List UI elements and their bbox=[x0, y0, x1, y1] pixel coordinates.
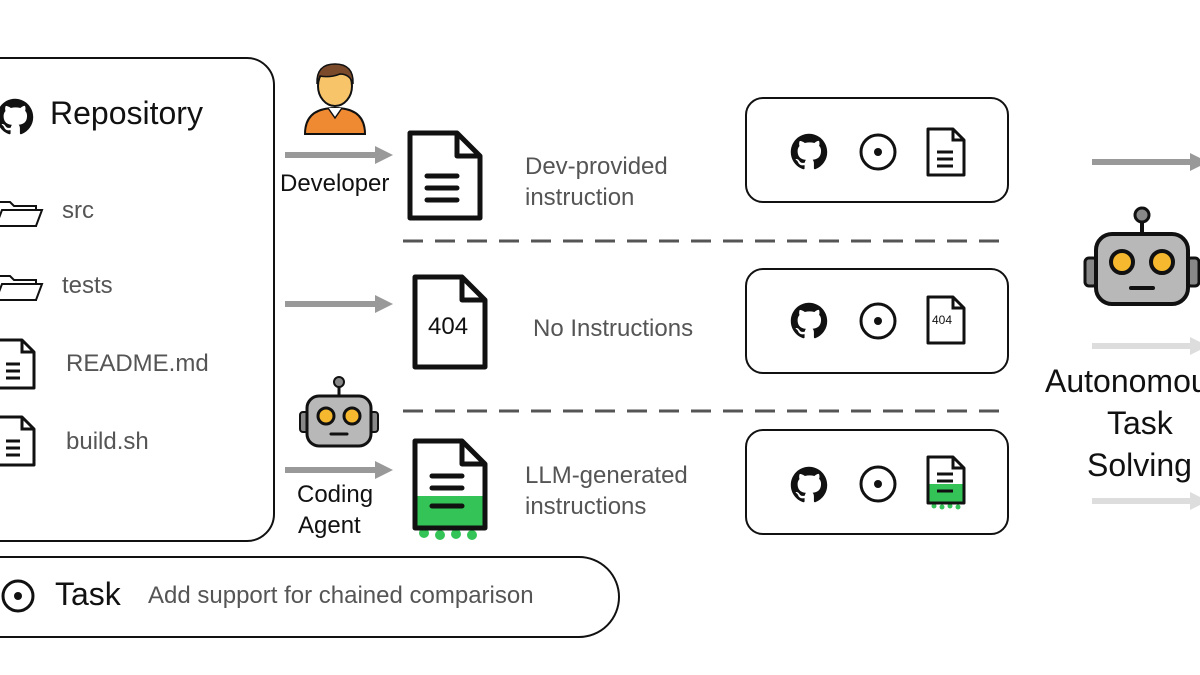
instruction-label: LLM-generated bbox=[525, 462, 688, 489]
instruction-label: instruction bbox=[525, 184, 635, 211]
task-description: Add support for chained comparison bbox=[148, 582, 534, 609]
instruction-label: No Instructions bbox=[533, 315, 694, 342]
solver-label: Task bbox=[1107, 405, 1173, 441]
github-icon bbox=[0, 98, 34, 135]
solver-label: Solving bbox=[1087, 447, 1192, 483]
document-green-icon bbox=[412, 438, 488, 540]
document-icon bbox=[407, 130, 483, 221]
document-404-text: 404 bbox=[428, 313, 469, 340]
repository-item-label: build.sh bbox=[66, 428, 149, 455]
folder-icon bbox=[0, 201, 44, 227]
robot-icon bbox=[299, 376, 379, 448]
arrow-icon bbox=[285, 295, 393, 313]
task-panel bbox=[0, 556, 620, 638]
robot-icon bbox=[1083, 206, 1200, 306]
github-icon bbox=[790, 466, 828, 503]
github-icon bbox=[790, 302, 828, 339]
arrow-icon bbox=[285, 461, 393, 479]
document-icon bbox=[926, 127, 966, 177]
target-icon bbox=[859, 465, 897, 503]
document-404-icon bbox=[412, 274, 488, 370]
file-icon bbox=[0, 338, 36, 390]
document-404-text: 404 bbox=[932, 313, 953, 327]
target-icon bbox=[1, 579, 35, 613]
divider bbox=[403, 239, 1008, 243]
developer-label: Developer bbox=[280, 170, 390, 197]
arrow-icon bbox=[1092, 337, 1200, 355]
instruction-label: instructions bbox=[525, 493, 647, 520]
task-title: Task bbox=[55, 576, 121, 612]
repository-item-label: README.md bbox=[66, 350, 209, 377]
developer-avatar-icon bbox=[303, 63, 367, 135]
repository-item-label: src bbox=[62, 197, 94, 224]
divider bbox=[403, 409, 1008, 413]
arrow-icon bbox=[285, 146, 393, 164]
folder-icon bbox=[0, 275, 44, 301]
github-icon bbox=[790, 133, 828, 170]
instruction-label: Dev-provided bbox=[525, 153, 668, 180]
coding-agent-label: Agent bbox=[298, 512, 361, 539]
arrow-icon bbox=[1092, 153, 1200, 171]
document-green-icon bbox=[926, 455, 966, 510]
solver-label: Autonomous bbox=[1045, 363, 1200, 399]
target-icon bbox=[859, 133, 897, 171]
repository-title: Repository bbox=[50, 95, 203, 131]
repository-panel bbox=[0, 57, 275, 542]
target-icon bbox=[859, 302, 897, 340]
file-icon bbox=[0, 415, 36, 467]
arrow-icon bbox=[1092, 492, 1200, 510]
document-404-icon bbox=[926, 295, 966, 345]
repository-item-label: tests bbox=[62, 272, 113, 299]
coding-agent-label: Coding bbox=[297, 481, 374, 508]
